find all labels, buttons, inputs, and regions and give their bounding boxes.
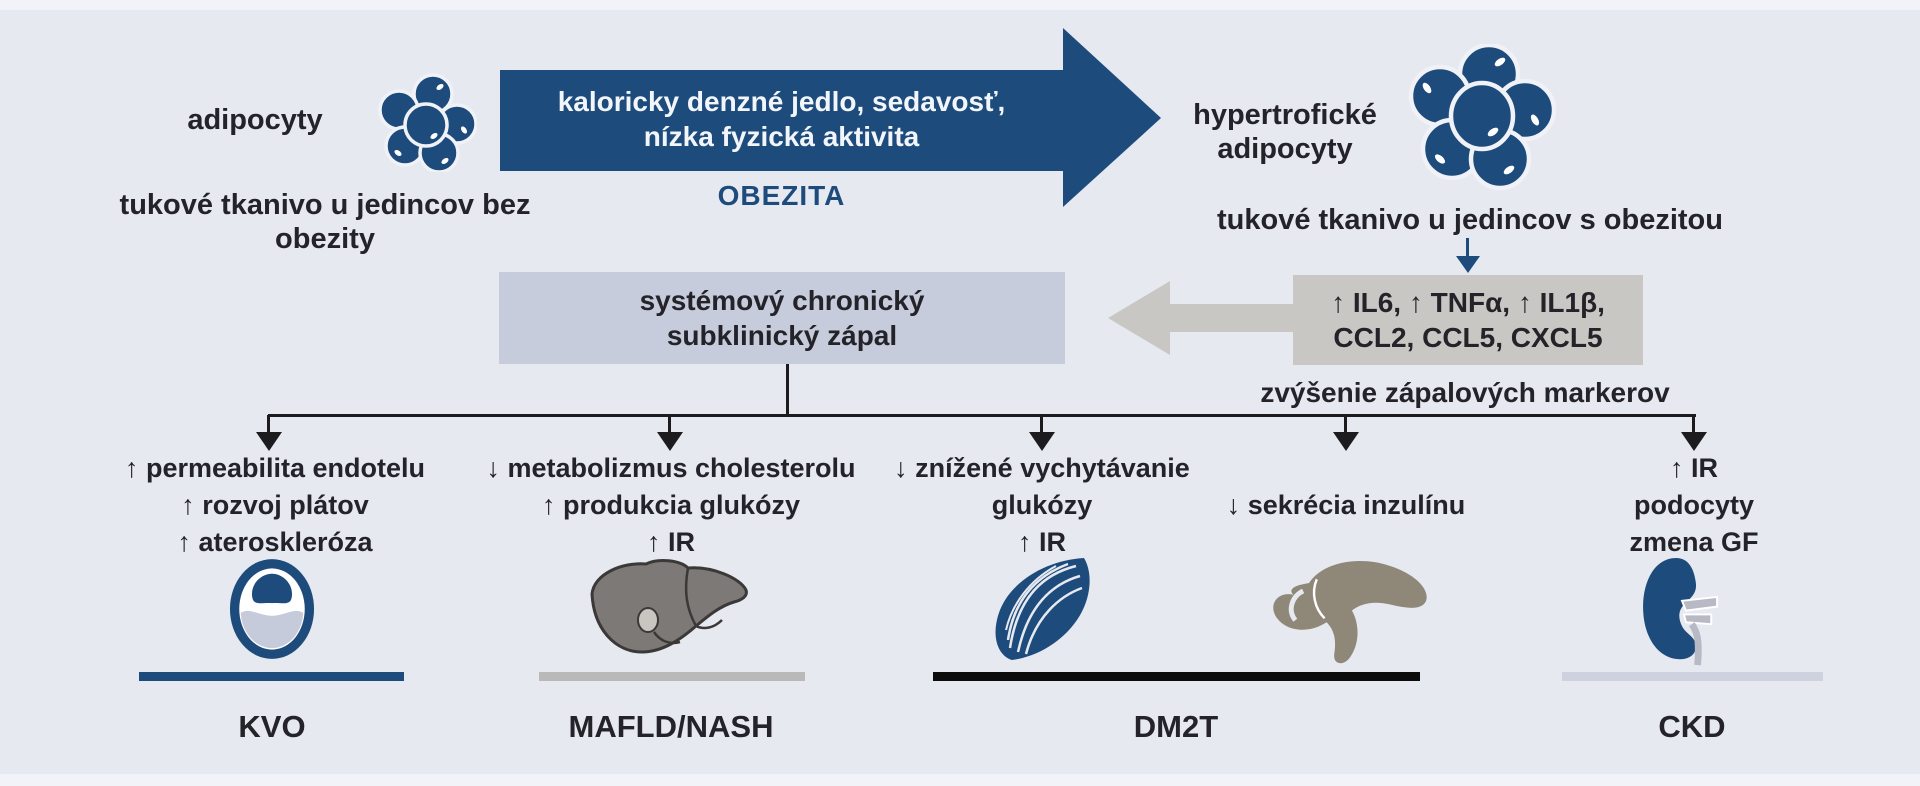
cytokine-box: ↑ IL6, ↑ TNFα, ↑ IL1β, CCL2, CCL5, CXCL5 xyxy=(1293,275,1643,365)
gray-left-arrow-head xyxy=(1108,281,1170,355)
inflammation-box: systémový chronický subklinický zápal xyxy=(499,272,1065,364)
kidney-icon xyxy=(1643,557,1719,666)
disease-label-mafld: MAFLD/NASH xyxy=(568,709,774,744)
branch-arrow-icon-muscle xyxy=(1029,432,1055,451)
tree-connector-vertical xyxy=(786,364,789,416)
lean-tissue-caption: tukové tkanivo u jedincov bez obezity xyxy=(119,189,531,255)
obesity-arrow-head xyxy=(1063,28,1161,207)
pancreas-icon xyxy=(1273,561,1427,664)
disease-label-ckd: CKD xyxy=(1658,709,1726,744)
branch-effects-liver: ↓ metabolizmus cholesterolu ↑ produkcia … xyxy=(451,450,891,561)
branch-effects-muscle: ↓ znížené vychytávanie glukózy ↑ IR xyxy=(872,450,1212,561)
branch-arrow-stem xyxy=(267,415,270,433)
effect-line: ↑ ateroskleróza xyxy=(177,527,373,557)
effect-line: ↑ IR xyxy=(646,527,695,557)
mafld-underline xyxy=(539,672,805,681)
effect-line: ↑ produkcia glukózy xyxy=(541,490,801,520)
blood-vessel-icon xyxy=(229,559,315,659)
kvo-underline xyxy=(139,672,404,681)
bottom-margin xyxy=(0,774,1920,786)
obesity-arrow-text-line2: nízka fyzická aktivita xyxy=(643,121,920,152)
branch-arrow-icon-kidney xyxy=(1681,432,1707,451)
disease-label-dm2t: DM2T xyxy=(1133,709,1219,744)
hypertrophic-adipocytes-icon xyxy=(1408,44,1557,191)
disease-label-kvo: KVO xyxy=(238,709,306,744)
adipocytes-icon xyxy=(378,73,477,172)
obezita-label: OBEZITA xyxy=(717,180,846,211)
branch-arrow-stem xyxy=(1692,415,1695,433)
effect-line: ↑ IR xyxy=(1669,453,1718,483)
branch-arrow-stem xyxy=(1344,415,1347,433)
branch-effects-kidney: ↑ IR podocyty zmena GF xyxy=(1604,450,1784,561)
muscle-icon xyxy=(995,558,1090,660)
markers-caption: zvýšenie zápalových markerov xyxy=(1260,377,1670,408)
effect-line: ↑ permeabilita endotelu xyxy=(124,453,426,483)
top-margin xyxy=(0,0,1920,10)
obesity-arrow-text-line1: kaloricky denzné jedlo, sedavosť, xyxy=(557,86,1006,117)
branch-arrow-stem xyxy=(668,415,671,433)
effect-line: ↓ znížené vychytávanie xyxy=(894,453,1190,483)
effect-line: ↓ sekrécia inzulínu xyxy=(1226,490,1466,520)
branch-arrow-icon-pancreas xyxy=(1333,432,1359,451)
effect-line: podocyty xyxy=(1633,490,1754,520)
cytokine-box-line1: ↑ IL6, ↑ TNFα, ↑ IL1β, xyxy=(1331,287,1605,318)
inflammation-box-line1: systémový chronický xyxy=(639,285,925,316)
ckd-underline xyxy=(1562,672,1823,681)
obese-tissue-caption: tukové tkanivo u jedincov s obezitou xyxy=(1217,204,1723,236)
branch-arrow-stem xyxy=(1040,415,1043,433)
adipocytes-label: adipocyty xyxy=(187,104,323,136)
effect-line: glukózy xyxy=(991,490,1093,520)
branch-arrow-icon-kvo xyxy=(256,432,282,451)
effect-line: zmena GF xyxy=(1629,527,1759,557)
tree-connector-horizontal xyxy=(268,414,1696,417)
cytokine-arrow-icon xyxy=(1456,256,1480,273)
effect-line: ↓ metabolizmus cholesterolu xyxy=(486,453,856,483)
cytokine-box-line2: CCL2, CCL5, CXCL5 xyxy=(1333,322,1603,353)
effect-line: ↑ IR xyxy=(1017,527,1066,557)
inflammation-box-line2: subklinický zápal xyxy=(666,320,898,351)
dm2t-underline xyxy=(933,672,1420,681)
gray-left-arrow xyxy=(1168,304,1295,332)
obesity-arrow xyxy=(500,70,1063,171)
cytokine-arrow-stem xyxy=(1466,238,1469,258)
effect-line: ↑ rozvoj plátov xyxy=(181,490,369,520)
branch-effects-pancreas: ↓ sekrécia inzulínu xyxy=(1176,487,1516,524)
liver-icon xyxy=(590,559,748,654)
branch-arrow-icon-liver xyxy=(657,432,683,451)
branch-effects-kvo: ↑ permeabilita endotelu ↑ rozvoj plátov … xyxy=(55,450,495,561)
hypertrophic-label-line2: adipocyty xyxy=(1217,133,1353,165)
hypertrophic-label-line1: hypertrofické xyxy=(1193,99,1377,131)
